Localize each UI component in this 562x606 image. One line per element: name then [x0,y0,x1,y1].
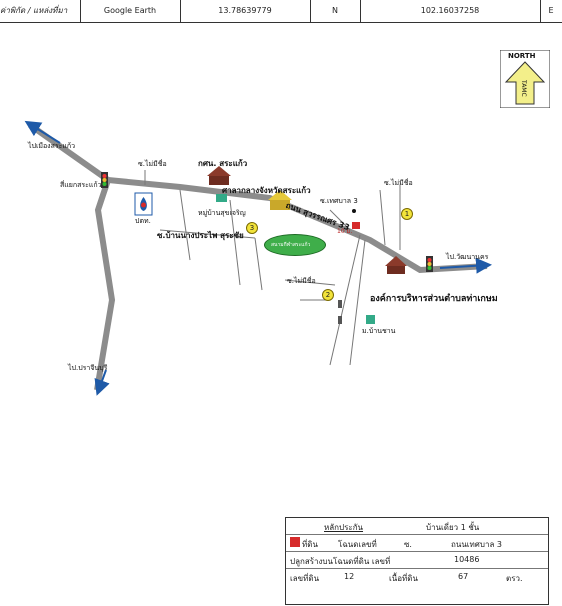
stadium-label: สนามกีฬาสระแก้ว [271,242,311,248]
info-soi-label: ซ. [404,540,412,549]
num-1: 1 [401,208,413,220]
info-deed-no: 10486 [454,555,480,564]
info-mark-label: ที่ดิน [302,540,318,549]
minor-streets [144,170,401,366]
info-area-unit: ตรว. [506,574,523,583]
latitude-value: 13.78639779 [180,0,311,22]
traffic-light-east [426,256,433,272]
village-icon [216,194,227,202]
label-soi-top: ซ.ไม่มีชื่อ [138,160,167,168]
coordinate-header: ค่าพิกัด / แหล่งที่มา Google Earth 13.78… [0,0,562,23]
latitude-dir: N [310,0,361,22]
label-to-muang: ไปเมืองสระแก้ว [28,142,76,150]
north-compass: NORTH TAMC [499,49,551,109]
label-soi-ban: ซ.บ้านนางประไพ สุระชัย [157,231,244,240]
mosque-icon [366,315,375,324]
info-building-label: ปลูกสร้างบนโฉนดที่ดิน เลขที่ [290,557,391,566]
south-road [94,179,116,391]
label-soi-thesaban: ซ.เทศบาล 3 [320,197,358,205]
thesaban-dot [352,209,356,213]
label-court: ศาลากลางจังหวัดสระแก้ว [222,186,311,195]
stadium-oval: สนามกีฬาสระแก้ว [264,234,326,256]
info-red-mark [290,537,300,547]
num-3: 3 [246,222,258,234]
num-2: 2 [322,289,334,301]
label-village: หมู่บ้านสุขเจริญ [198,209,246,217]
info-title: หลักประกัน [324,523,364,532]
label-intersection: สี่แยกสระแก้ว [60,181,102,189]
info-parcel-label: เลขที่ดิน [290,574,320,583]
compass-word: NORTH [508,52,536,60]
arrow-prachin [94,369,110,396]
arrow-muang [24,120,61,144]
label-soi-right: ซ.ไม่มีชื่อ [384,179,413,187]
traffic-light-west [101,172,108,188]
info-type: บ้านเดี่ยว 1 ชั้น [426,523,480,532]
longitude-dir: E [548,6,554,15]
label-mosque: ม.บ้านชาน [362,327,396,335]
label-soi-lower: ซ.ไม่มีชื่อ [287,277,316,285]
label-to-watthana: ไป.วัฒนานคร [446,253,489,261]
collateral-info-box: หลักประกัน บ้านเดี่ยว 1 ชั้น ที่ดิน โฉนด… [285,517,549,605]
info-parcel-no: 12 [344,572,355,581]
source-label: Google Earth [80,0,181,22]
info-deed-label: โฉนดเลขที่ [338,540,377,549]
court-building [268,190,292,210]
label-kasorn: กศน. สระแก้ว [198,159,248,168]
longitude-value: 102.16037258 [360,0,541,22]
label-to-prachin: ไป.ปราจีนบุรี [68,364,108,372]
label-distance: 10 ม. [337,228,353,235]
label-ptt: ปตท. [135,217,151,225]
obt-building [385,256,407,274]
info-area-label: เนื้อที่ดิน [389,574,418,583]
info-area: 67 [458,572,469,581]
place-label: ค่าพิกัด / แหล่งที่มา [0,0,81,22]
kasorn-building [207,166,231,185]
info-street: ถนนเทศบาล 3 [451,540,502,549]
main-road [28,122,488,274]
ptt-logo [134,192,153,216]
label-obt: องค์การบริหารส่วนตำบลท่าเกษม [370,294,498,304]
arrow-watthana [439,257,492,274]
compass-side: TAMC [520,80,527,97]
road-markers [338,300,342,324]
collateral-marker [352,222,360,229]
